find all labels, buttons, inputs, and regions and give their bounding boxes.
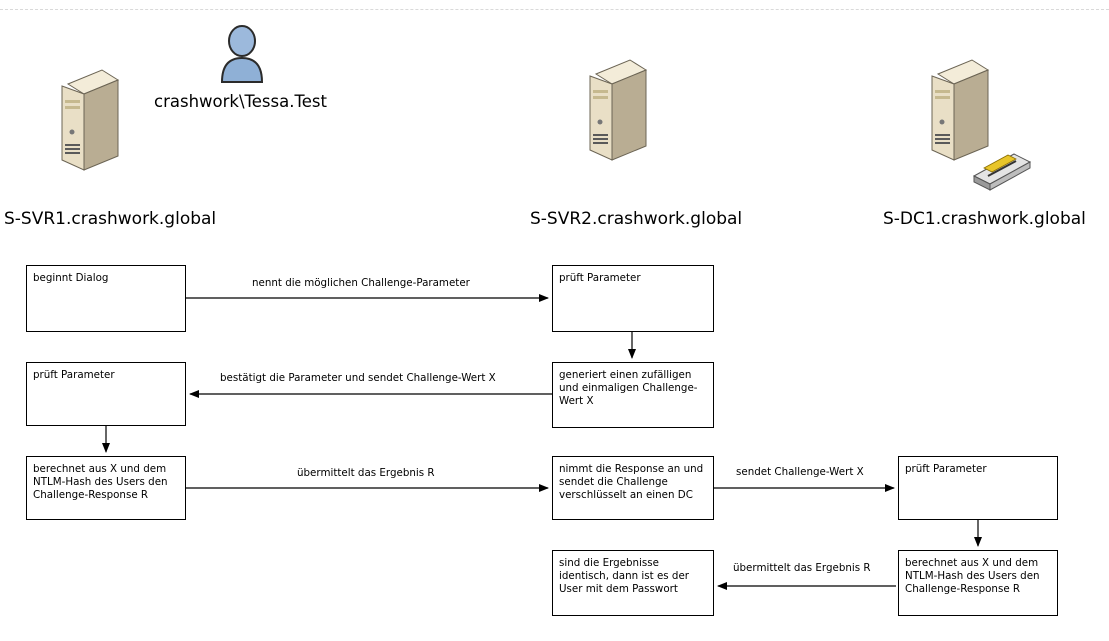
server-label-svr2: S-SVR2.crashwork.global: [530, 209, 743, 229]
box-svr2-check: prüft Parameter: [552, 265, 714, 332]
box-svr2-generate: generiert einen zufälligen und einmalige…: [552, 362, 714, 428]
box-svr1-check: prüft Parameter: [26, 362, 186, 426]
box-svr2-forward: nimmt die Response an und sendet die Cha…: [552, 456, 714, 520]
box-svr2-result: sind die Ergebnisse identisch, dann ist …: [552, 550, 714, 616]
server-label-dc1: S-DC1.crashwork.global: [883, 209, 1086, 229]
server-icon-svr1: [61, 69, 120, 171]
box-svr1-compute: berechnet aus X und dem NTLM-Hash des Us…: [26, 456, 186, 520]
message-m1: nennt die möglichen Challenge-Parameter: [252, 277, 470, 289]
box-dc-check: prüft Parameter: [898, 456, 1058, 520]
message-m2: bestätigt die Parameter und sendet Chall…: [220, 372, 496, 384]
user-label: crashwork\Tessa.Test: [154, 92, 327, 111]
top-divider: [0, 9, 1109, 10]
message-m4: sendet Challenge-Wert X: [736, 466, 864, 478]
server-icon-svr2: [589, 59, 648, 161]
message-m3: übermittelt das Ergebnis R: [297, 467, 435, 479]
message-m5: übermittelt das Ergebnis R: [733, 562, 871, 574]
user-icon: [220, 25, 264, 83]
domain-controller-icon: [931, 59, 1032, 191]
server-label-svr1: S-SVR1.crashwork.global: [4, 209, 217, 229]
box-svr1-begin: beginnt Dialog: [26, 265, 186, 332]
box-dc-compute: berechnet aus X und dem NTLM-Hash des Us…: [898, 550, 1058, 616]
